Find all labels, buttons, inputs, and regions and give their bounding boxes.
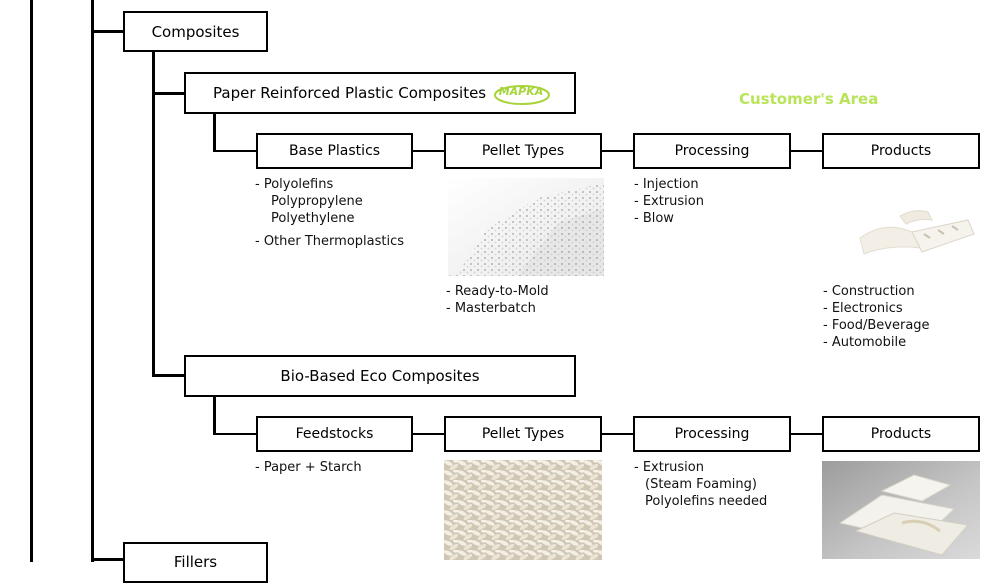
prpc-node: Paper Reinforced Plastic Composites bbox=[184, 72, 576, 114]
list-item: - Polyolefins bbox=[255, 177, 334, 192]
row1-pellet-types-list: - Ready-to-Mold - Masterbatch bbox=[446, 283, 549, 317]
row1-base-plastics-box: Base Plastics bbox=[256, 133, 413, 169]
bio-node: Bio-Based Eco Composites bbox=[184, 355, 576, 397]
list-item: - Injection bbox=[634, 177, 699, 192]
row1-base-plastics-list: - Polyolefins Polypropylene Polyethylene… bbox=[255, 176, 404, 250]
list-item: - Automobile bbox=[823, 335, 907, 350]
row2-link-2 bbox=[601, 433, 634, 435]
row1-products-list: - Construction - Electronics - Food/Beve… bbox=[823, 283, 930, 351]
prpc-branch-line bbox=[213, 113, 216, 152]
list-item: - Electronics bbox=[823, 301, 903, 316]
main-trunk-line bbox=[30, 0, 33, 562]
mapka-logo: MAPKA bbox=[494, 85, 550, 105]
row2-pellets-image bbox=[444, 460, 602, 560]
bio-connector bbox=[152, 374, 185, 377]
row1-processing-list: - Injection - Extrusion - Blow bbox=[634, 176, 704, 227]
list-item: Polyolefins needed bbox=[645, 494, 768, 509]
row1-pellet-types-box: Pellet Types bbox=[444, 133, 602, 169]
list-item: - Blow bbox=[634, 211, 674, 226]
prpc-connector bbox=[152, 92, 185, 95]
list-item: Polypropylene bbox=[271, 194, 363, 209]
row2-feedstocks-list: - Paper + Starch bbox=[255, 459, 362, 476]
composites-branch-line bbox=[152, 51, 155, 377]
row1-link-2 bbox=[601, 150, 634, 152]
row1-link-1 bbox=[412, 150, 445, 152]
row1-link-3 bbox=[790, 150, 823, 152]
logo-text: MAPKA bbox=[499, 85, 544, 98]
list-item: - Paper + Starch bbox=[255, 460, 362, 475]
row2-products-box: Products bbox=[822, 416, 980, 452]
fillers-node: Fillers bbox=[123, 542, 268, 583]
row2-link-3 bbox=[790, 433, 823, 435]
customers-area-label: Customer's Area bbox=[739, 90, 879, 108]
list-item: Polyethylene bbox=[271, 211, 355, 226]
row1-products-image bbox=[850, 198, 980, 278]
row2-link-1 bbox=[412, 433, 445, 435]
row1-pellets-image bbox=[448, 178, 604, 276]
secondary-trunk-line bbox=[91, 0, 94, 562]
prpc-title: Paper Reinforced Plastic Composites bbox=[213, 84, 487, 102]
list-item: - Extrusion bbox=[634, 194, 704, 209]
list-item: - Ready-to-Mold bbox=[446, 284, 549, 299]
row2-pellet-types-box: Pellet Types bbox=[444, 416, 602, 452]
bio-branch-line bbox=[213, 396, 216, 435]
list-item: - Food/Beverage bbox=[823, 318, 930, 333]
row2-products-image bbox=[822, 461, 980, 559]
list-item: - Extrusion bbox=[634, 460, 704, 475]
prpc-row-connector bbox=[213, 150, 256, 152]
composites-connector bbox=[91, 30, 124, 33]
list-item: - Masterbatch bbox=[446, 301, 536, 316]
list-item: (Steam Foaming) bbox=[645, 477, 757, 492]
row1-processing-box: Processing bbox=[633, 133, 791, 169]
fillers-connector bbox=[91, 558, 124, 561]
row2-processing-box: Processing bbox=[633, 416, 791, 452]
row2-processing-list: - Extrusion (Steam Foaming) Polyolefins … bbox=[634, 459, 767, 510]
composites-node: Composites bbox=[123, 11, 268, 52]
row2-feedstocks-box: Feedstocks bbox=[256, 416, 413, 452]
list-item: - Construction bbox=[823, 284, 915, 299]
row1-products-box: Products bbox=[822, 133, 980, 169]
list-item: - Other Thermoplastics bbox=[255, 234, 405, 249]
bio-row-connector bbox=[213, 433, 256, 435]
